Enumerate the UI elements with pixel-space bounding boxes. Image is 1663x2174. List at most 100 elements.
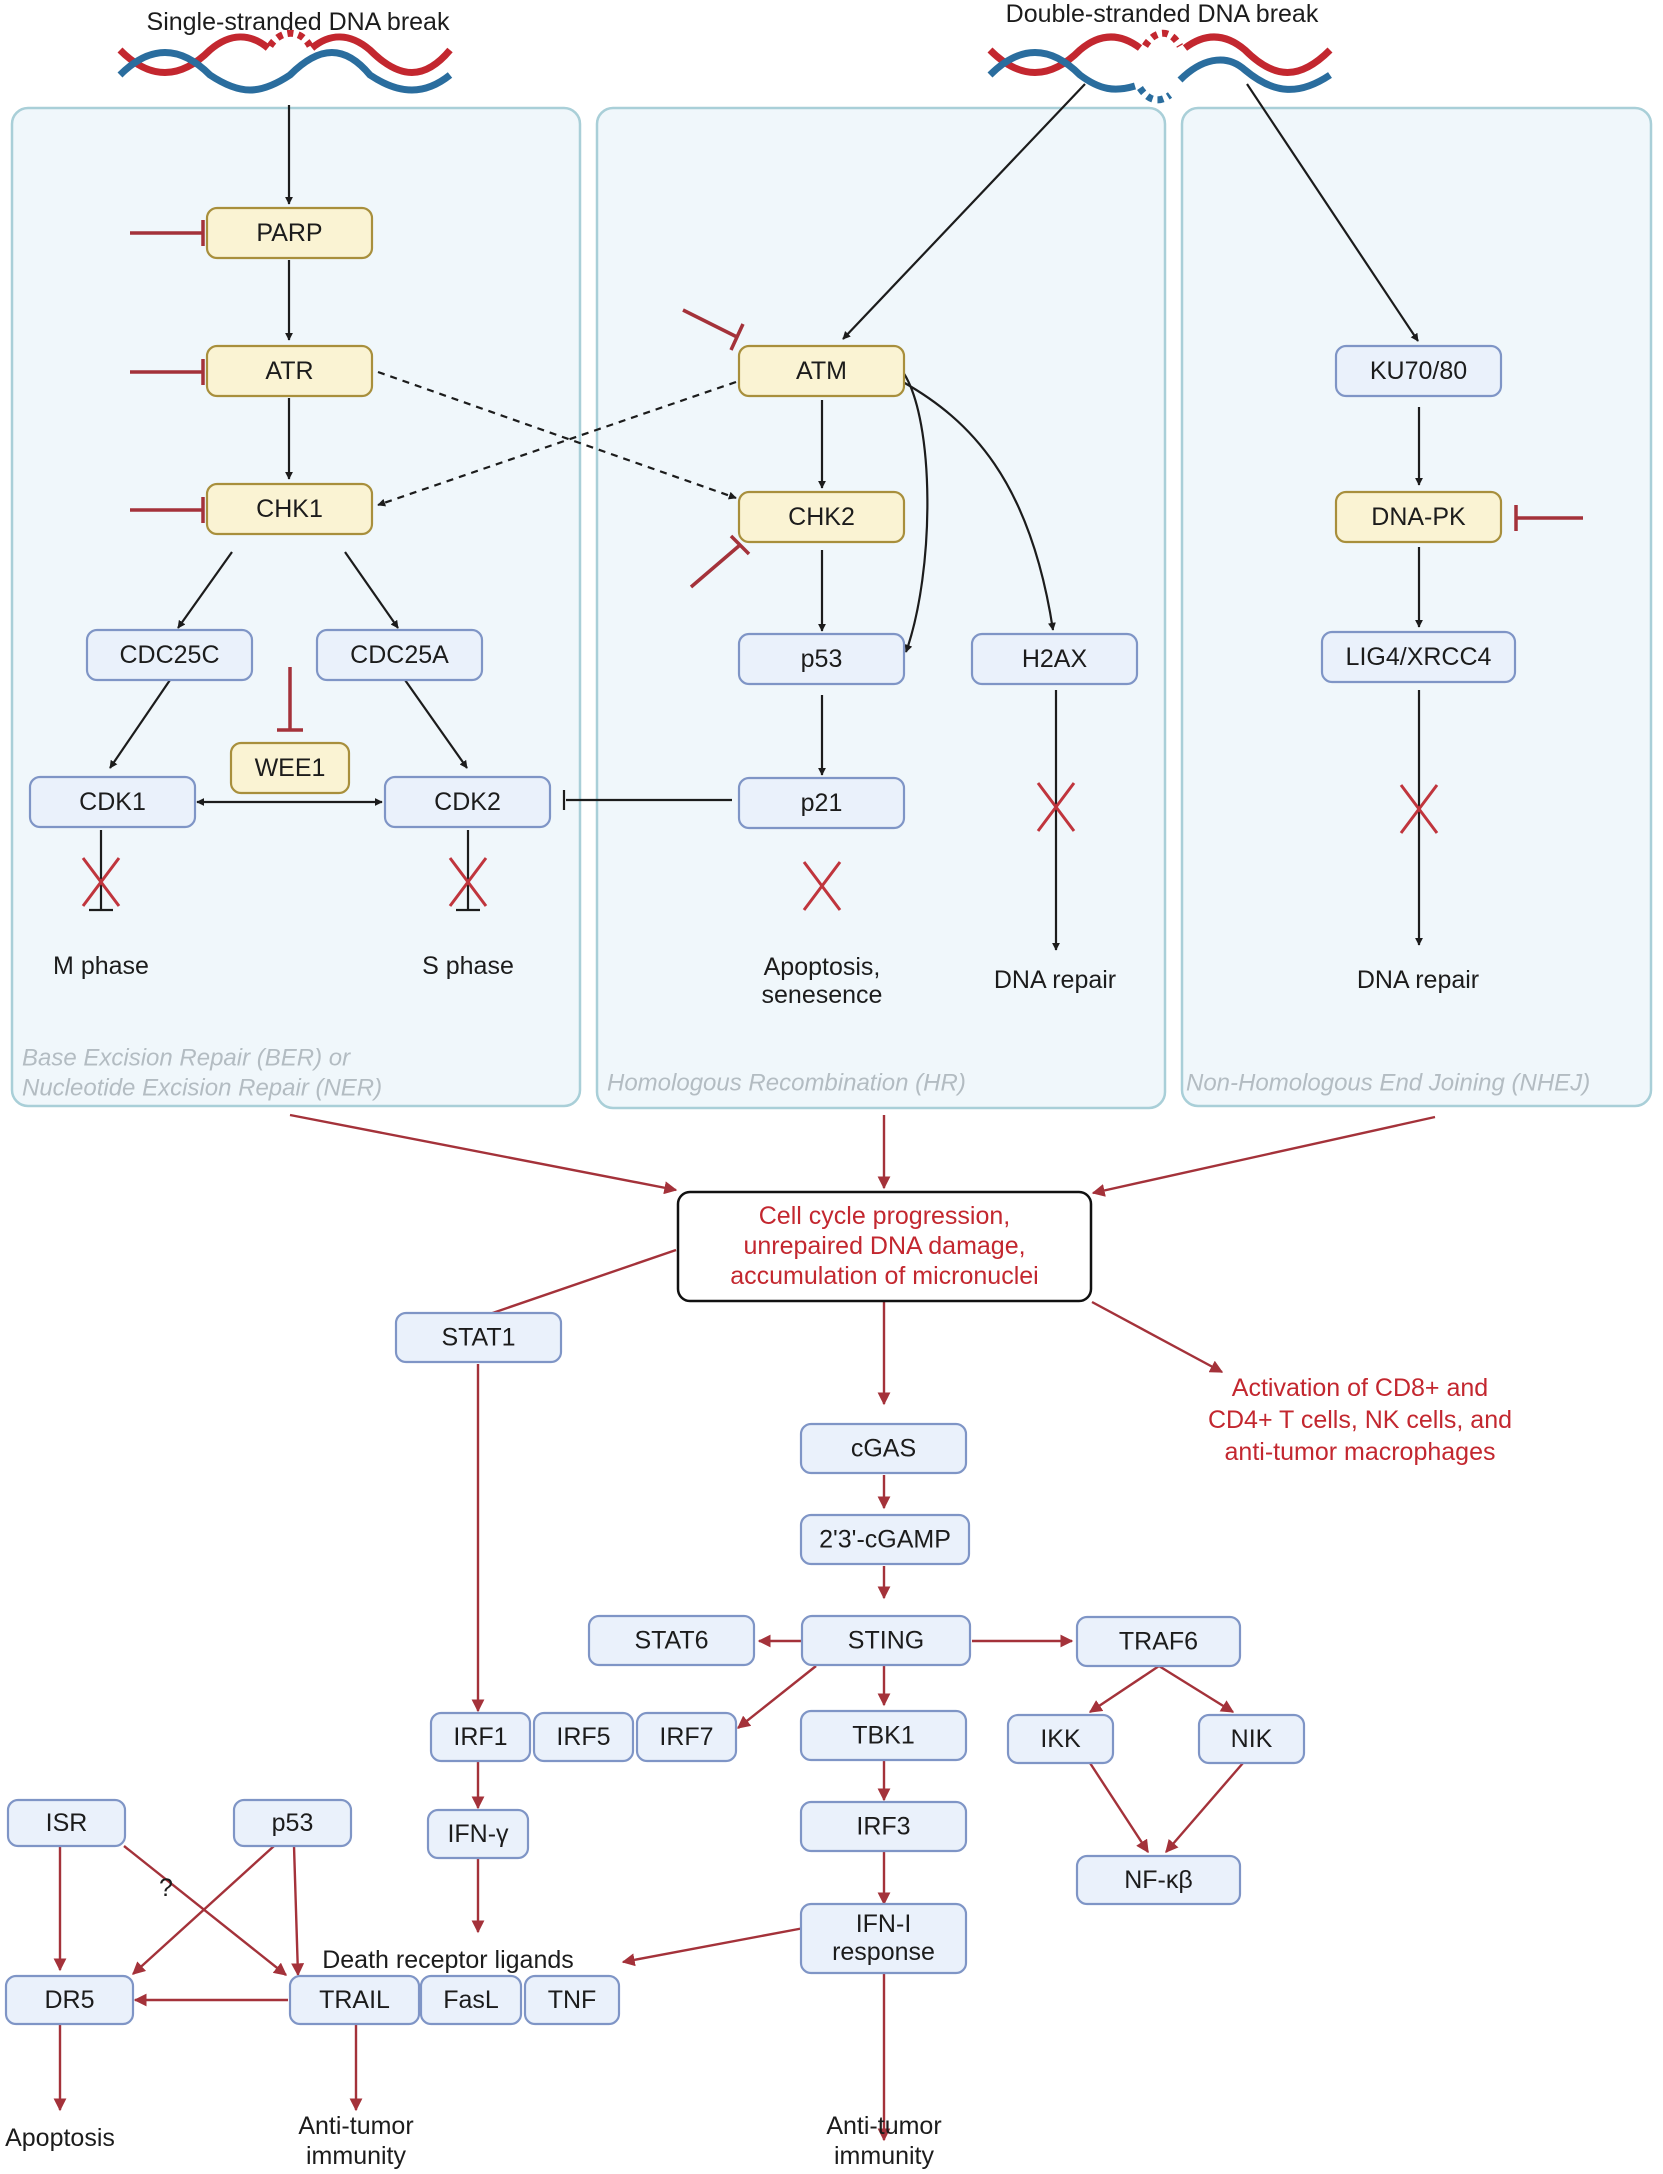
node-p53-low: p53 [232, 1798, 353, 1848]
svg-text:IRF3: IRF3 [856, 1813, 910, 1841]
double-strand-dna-icon [987, 29, 1333, 104]
panel-nhej [1180, 106, 1653, 1108]
svg-text:TBK1: TBK1 [852, 1722, 915, 1750]
svg-text:p53: p53 [801, 645, 843, 673]
node-h2ax: H2AX [970, 632, 1139, 686]
svg-text:cGAS: cGAS [851, 1435, 916, 1463]
node-trail: TRAIL [288, 1974, 421, 2026]
apoptosis-final-label: Apoptosis [5, 2124, 115, 2152]
panel-hr-label: Homologous Recombination (HR) [607, 1070, 966, 1097]
node-sting: STING [800, 1614, 972, 1667]
svg-text:ATR: ATR [265, 357, 313, 385]
node-cdk1: CDK1 [28, 775, 197, 829]
svg-text:IFN-I: IFN-I [856, 1910, 912, 1938]
svg-text:FasL: FasL [443, 1986, 499, 2014]
apoptosis-senescence-line2: senesence [762, 981, 883, 1009]
node-ifn-i-response: IFN-I response [799, 1902, 968, 1975]
node-nik: NIK [1197, 1713, 1306, 1765]
svg-text:ATM: ATM [796, 357, 847, 385]
node-dnapk: DNA-PK [1334, 490, 1503, 544]
svg-text:STAT1: STAT1 [441, 1324, 515, 1352]
svg-text:DR5: DR5 [44, 1986, 94, 2014]
svg-text:CHK1: CHK1 [256, 495, 323, 523]
svg-text:H2AX: H2AX [1022, 645, 1088, 673]
immune-signaling-connectors [53, 1113, 1436, 2142]
s-phase-label: S phase [422, 952, 514, 980]
panel-ber-ner [10, 106, 582, 1108]
node-isr: ISR [6, 1798, 127, 1848]
antitumor-left-line1: Anti-tumor [298, 2112, 413, 2140]
node-irf7: IRF7 [635, 1711, 738, 1763]
svg-text:response: response [832, 1938, 935, 1966]
m-phase-label: M phase [53, 952, 149, 980]
single-strand-break-label: Single-stranded DNA break [147, 8, 450, 36]
svg-text:STAT6: STAT6 [634, 1627, 708, 1655]
activation-line2: CD4+ T cells, NK cells, and [1208, 1406, 1512, 1434]
node-p21: p21 [737, 776, 906, 830]
panel-hr [595, 106, 1167, 1110]
inhibitor-symbols [130, 220, 1583, 732]
svg-text:TRAIL: TRAIL [319, 1986, 390, 2014]
activation-line1: Activation of CD8+ and [1232, 1374, 1488, 1402]
dna-repair-hr-label: DNA repair [994, 966, 1116, 994]
svg-text:IRF7: IRF7 [659, 1723, 713, 1751]
central-outcome-box: Cell cycle progression, unrepaired DNA d… [676, 1190, 1093, 1303]
node-tbk1: TBK1 [799, 1709, 968, 1762]
antitumor-right-line1: Anti-tumor [826, 2112, 941, 2140]
svg-text:CDK1: CDK1 [79, 788, 146, 816]
blocked-x-marks [81, 782, 1439, 911]
node-cdc25a: CDC25A [315, 628, 484, 682]
node-lig4-xrcc4: LIG4/XRCC4 [1320, 630, 1517, 684]
svg-text:Cell cycle progression,: Cell cycle progression, [759, 1202, 1011, 1230]
node-irf5: IRF5 [532, 1711, 635, 1763]
svg-text:LIG4/XRCC4: LIG4/XRCC4 [1346, 643, 1492, 671]
death-receptor-ligands-label: Death receptor ligands [322, 1946, 574, 1974]
node-ikk: IKK [1006, 1713, 1115, 1765]
repair-pathway-connectors [89, 83, 1423, 951]
node-cgamp: 2'3'-cGAMP [799, 1513, 971, 1566]
svg-text:IKK: IKK [1040, 1725, 1081, 1753]
node-cgas: cGAS [799, 1422, 968, 1475]
svg-text:CHK2: CHK2 [788, 503, 855, 531]
node-cdk2: CDK2 [383, 775, 552, 829]
dna-repair-nhej-label: DNA repair [1357, 966, 1479, 994]
svg-text:DNA-PK: DNA-PK [1371, 503, 1466, 531]
node-atm: ATM [737, 344, 906, 398]
node-ku7080: KU70/80 [1334, 344, 1503, 398]
node-traf6: TRAF6 [1075, 1615, 1242, 1668]
node-fasl: FasL [419, 1974, 523, 2026]
antitumor-left-line2: immunity [306, 2142, 407, 2170]
node-cdc25c: CDC25C [85, 628, 254, 682]
svg-text:KU70/80: KU70/80 [1370, 357, 1467, 385]
single-strand-dna-icon [117, 29, 453, 94]
svg-text:p21: p21 [801, 789, 843, 817]
node-wee1: WEE1 [229, 741, 351, 795]
node-parp: PARP [205, 206, 374, 260]
svg-text:IRF5: IRF5 [556, 1723, 610, 1751]
question-mark-label: ? [159, 1874, 173, 1902]
svg-text:NF-κβ: NF-κβ [1124, 1866, 1193, 1894]
svg-text:NIK: NIK [1231, 1725, 1273, 1753]
svg-text:IFN-γ: IFN-γ [447, 1820, 509, 1848]
panel-nhej-label: Non-Homologous End Joining (NHEJ) [1186, 1070, 1590, 1097]
svg-text:IRF1: IRF1 [453, 1723, 507, 1751]
node-nfkb: NF-κβ [1075, 1854, 1242, 1906]
node-atr: ATR [205, 344, 374, 398]
node-ifn-gamma: IFN-γ [426, 1808, 530, 1860]
svg-text:CDC25C: CDC25C [119, 641, 219, 669]
panel-ber-label-line2: Nucleotide Excision Repair (NER) [22, 1075, 382, 1102]
node-chk1: CHK1 [205, 482, 374, 536]
svg-text:CDK2: CDK2 [434, 788, 501, 816]
node-chk2: CHK2 [737, 490, 906, 544]
svg-text:WEE1: WEE1 [255, 754, 326, 782]
svg-text:STING: STING [848, 1627, 924, 1655]
svg-text:TRAF6: TRAF6 [1119, 1628, 1198, 1656]
apoptosis-senescence-line1: Apoptosis, [764, 953, 881, 981]
node-p53-hr: p53 [737, 632, 906, 686]
node-dr5: DR5 [4, 1974, 135, 2026]
double-strand-break-label: Double-stranded DNA break [1006, 0, 1319, 28]
svg-text:p53: p53 [272, 1809, 314, 1837]
svg-text:accumulation of micronuclei: accumulation of micronuclei [730, 1262, 1038, 1290]
svg-text:PARP: PARP [256, 219, 322, 247]
